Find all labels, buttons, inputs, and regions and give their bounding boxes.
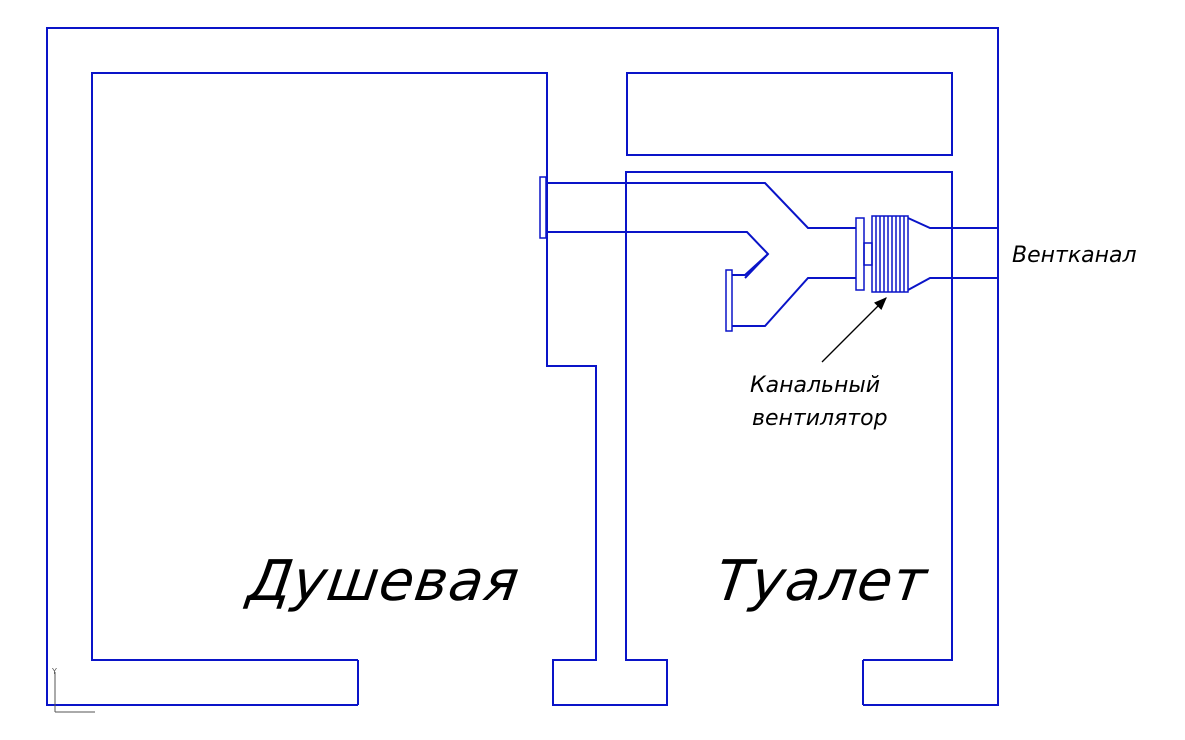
duct-system xyxy=(539,176,998,332)
shower-inner-wall xyxy=(91,72,953,706)
room-label-toilet: Туалет xyxy=(712,549,933,614)
channel-fan-icon xyxy=(871,215,909,293)
duct-upper-line xyxy=(546,182,856,229)
toilet-grille xyxy=(725,269,733,332)
duct-branch-lower xyxy=(732,277,856,327)
outer-wall-left xyxy=(46,27,999,706)
axis-y-label: Y xyxy=(51,667,57,676)
room-label-shower: Душевая xyxy=(241,549,524,614)
shower-grille xyxy=(539,176,547,239)
toilet-upper-niche xyxy=(626,72,953,156)
fan-outlet-upper xyxy=(907,217,998,229)
fan-leader-arrow xyxy=(821,297,887,363)
fan-motor-tab xyxy=(863,242,873,266)
fan-outlet-lower xyxy=(907,277,998,291)
duct-branch xyxy=(732,253,769,276)
duct-label: Вентканал xyxy=(1012,243,1137,268)
fan-label-line1: Канальный xyxy=(750,373,880,398)
fan-label-line2: вентилятор xyxy=(752,406,888,431)
axis-indicator-icon: Y xyxy=(51,667,95,713)
fan-flange-left xyxy=(855,217,865,291)
duct-lower-line xyxy=(546,231,770,279)
